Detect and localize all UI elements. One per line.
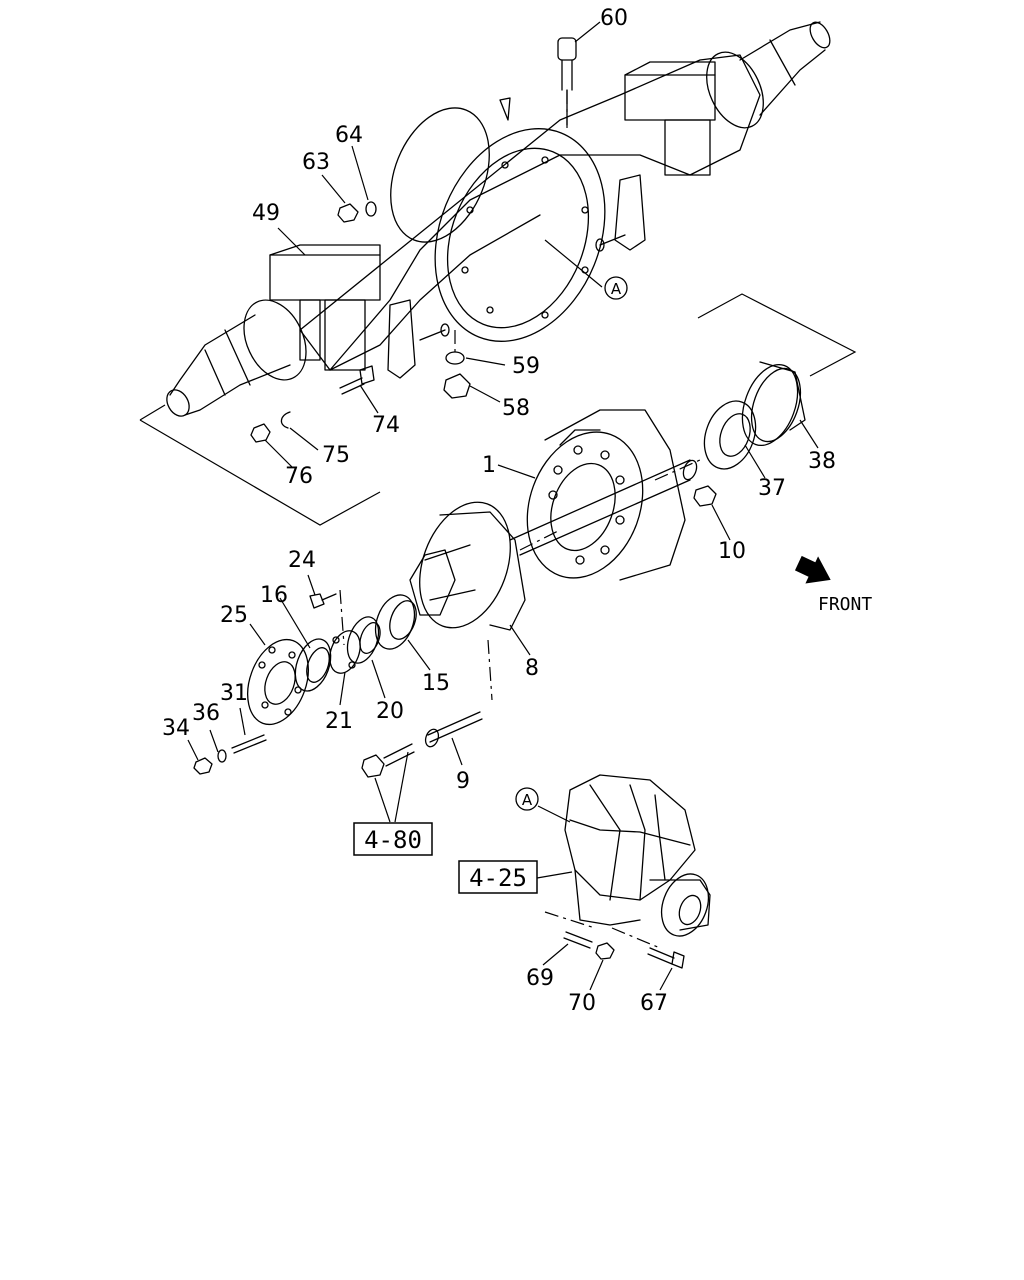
leader-lines [187,21,819,991]
bearing-outer [703,400,757,470]
label-76: 76 [285,464,313,489]
clip-75 [280,411,291,429]
ref-box-4-25: 4-25 [458,860,538,894]
gasket-16 [294,638,332,692]
assembly-lines [139,90,857,949]
nut-10 [693,485,717,507]
label-74: 74 [372,413,400,438]
label-59: 59 [512,354,540,379]
ref-box-4-80: 4-80 [353,822,433,856]
label-15: 15 [422,671,450,696]
label-36: 36 [192,701,220,726]
label-34: 34 [162,716,190,741]
label-8: 8 [525,656,539,681]
bearing-inner-15 [374,594,417,650]
label-31: 31 [220,681,248,706]
stud-69 [563,931,593,949]
label-70: 70 [568,991,596,1016]
nut-70 [595,942,615,960]
label-38: 38 [808,449,836,474]
label-64: 64 [335,123,363,148]
label-49: 49 [252,201,280,226]
front-indicator: FRONT [794,555,872,615]
wheel-stud-9 [424,711,483,748]
label-58: 58 [502,396,530,421]
nut-58 [443,373,471,399]
washer-36 [217,749,227,763]
front-label: FRONT [818,594,872,615]
front-arrow-icon [794,555,831,584]
axle-housing [166,21,831,417]
label-75: 75 [322,443,350,468]
label-9: 9 [456,769,470,794]
label-21: 21 [325,709,353,734]
hub-cap-25 [247,638,309,726]
ref-4-80-label: 4-80 [364,826,422,854]
bolt-24 [309,593,337,609]
label-63: 63 [302,150,330,175]
marker-a-lower: A [515,787,539,811]
label-1: 1 [482,453,496,478]
label-16: 16 [260,583,288,608]
marker-a-upper: A [604,276,628,300]
label-25: 25 [220,603,248,628]
nut-76 [250,423,271,443]
label-10: 10 [718,539,746,564]
part-labels: 60 64 63 49 59 58 74 75 76 1 37 38 10 8 … [162,6,836,1016]
bolt-67 [647,947,685,969]
label-24: 24 [288,548,316,573]
wheel-hub [409,501,526,631]
seal-20 [346,616,381,664]
differential-carrier [564,774,711,937]
brake-drum [526,409,686,581]
axle-shaft [509,459,698,556]
label-20: 20 [376,699,404,724]
oil-seal-outer [741,361,806,447]
washer-59 [445,351,465,365]
retainer-21 [329,630,361,674]
svg-text:A: A [522,791,533,809]
stud-31 [231,734,267,754]
ref-4-25-label: 4-25 [469,864,527,892]
wheel-nut-4-80 [361,743,415,778]
label-60: 60 [600,6,628,31]
label-37: 37 [758,476,786,501]
svg-text:A: A [611,280,622,298]
label-67: 67 [640,991,668,1016]
nut-34 [193,757,213,775]
washer-64 [365,201,377,217]
nut-63 [337,203,359,223]
label-69: 69 [526,966,554,991]
